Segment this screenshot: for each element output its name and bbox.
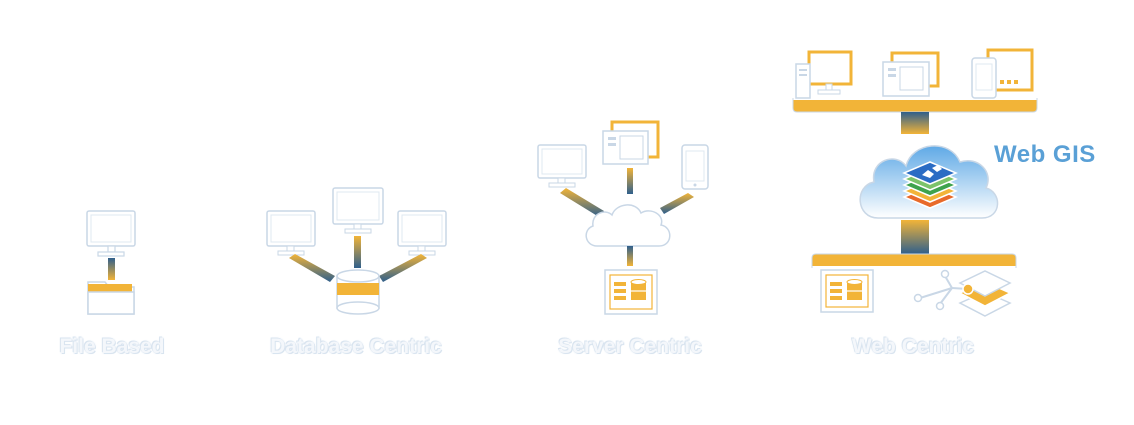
desktop-monitor-icon [86,210,136,257]
services-tray-outline [811,253,1017,268]
tablet-icon [602,120,660,165]
database-centric-group [266,187,447,315]
network-layers-icon [913,269,1012,317]
stage-label-file-based: File Based [59,335,165,358]
center-monitor-icon [332,187,384,234]
map-layers-icon [902,161,958,209]
desktop-computer-icon [795,50,853,99]
client-tray [793,100,1037,112]
server-centric-group [537,120,709,315]
connector-line [627,168,633,194]
services-tray [812,254,1016,266]
database-cylinder-icon [336,269,380,315]
mobile-phone-icon [681,144,709,190]
web-gis-label: Web GIS [994,141,1096,168]
connector-line [354,236,361,268]
desktop-monitor-icon [537,144,587,188]
stage-label-database-centric: Database Centric [270,335,442,358]
connector-trunk [901,220,929,254]
connector-line [660,193,694,214]
connector-trunk [901,112,929,134]
web-centric-group [792,48,1038,317]
right-monitor-icon [397,210,447,256]
stage-label-server-centric: Server Centric [558,335,702,358]
mobile-devices-icon [971,48,1034,99]
connector-line [379,254,427,282]
folder-icon [87,281,135,315]
connector-line [560,188,604,217]
file-based-group [86,210,136,315]
server-document-icon [820,269,874,313]
connector-line [108,258,115,280]
cloud-icon [585,204,671,247]
server-document-icon [604,269,658,315]
tablet-icon [882,51,940,97]
connector-line [289,254,335,282]
left-monitor-icon [266,210,316,256]
connector-line [627,246,633,266]
stage-label-web-centric: Web Centric [851,335,975,358]
